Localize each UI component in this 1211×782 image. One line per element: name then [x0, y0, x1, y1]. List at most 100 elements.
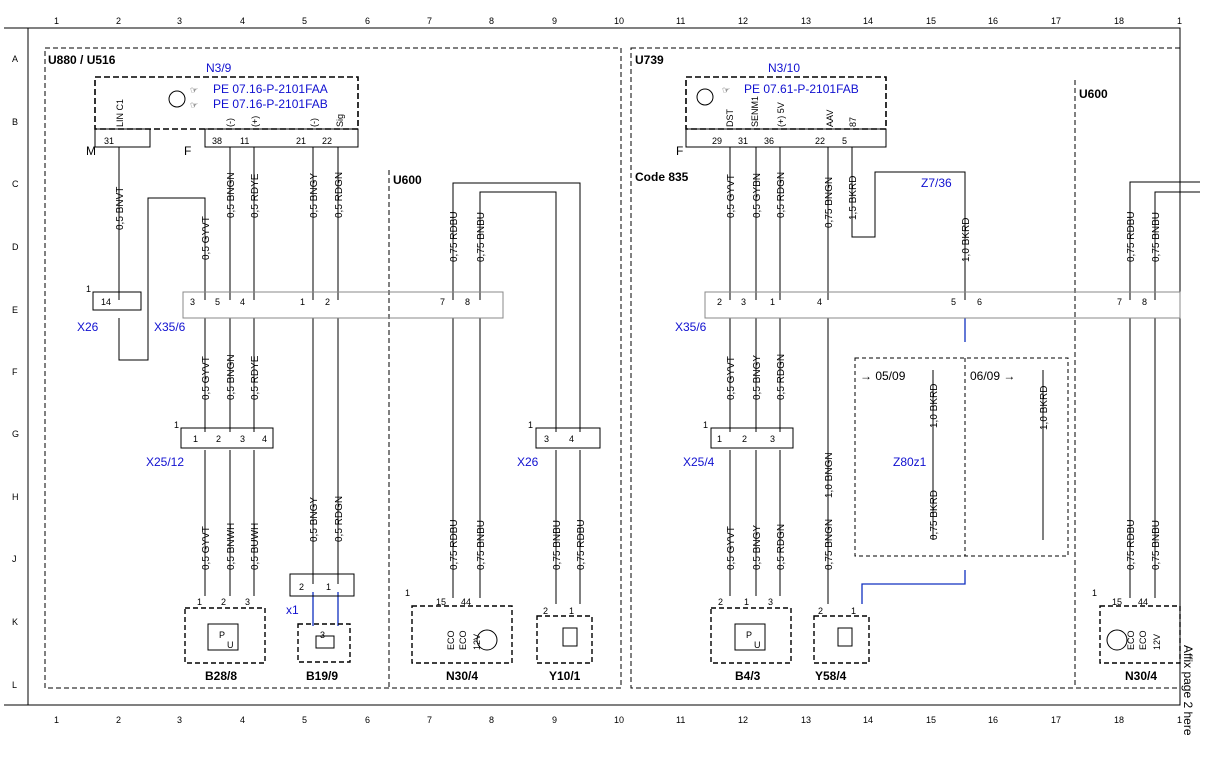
wire-label: 1,0 BNGN: [824, 452, 835, 498]
column-number: 9: [552, 715, 557, 725]
pin-signal: 12V: [1152, 634, 1162, 650]
connector-label[interactable]: X25/4: [683, 455, 715, 469]
b4-3-body: [710, 607, 792, 664]
row-letter: A: [12, 54, 18, 64]
row-letter: D: [12, 242, 19, 252]
column-number: 14: [863, 715, 873, 725]
wire-group: [118, 147, 1200, 604]
wire-label: 0,5 RDGN: [776, 354, 787, 400]
pin-signal: AAV: [825, 110, 835, 127]
pin-one-marker: 1: [86, 284, 91, 294]
pin-number: 1: [717, 434, 722, 444]
n3-9-ref-1[interactable]: PE 07.16-P-2101FAA: [213, 82, 328, 96]
wire-label: 0,75 BNBU: [552, 520, 563, 570]
connector-label[interactable]: X26: [517, 455, 539, 469]
wire: [932, 370, 1044, 540]
resistor-icon: [315, 635, 335, 649]
pin-number: 2: [742, 434, 747, 444]
wire: [729, 318, 781, 432]
module-n3-10: N3/10 ☞ PE 07.61-P-2101FAB 29 31 36 22 5…: [676, 61, 887, 158]
sensor-letter: P: [219, 630, 225, 640]
pin-number: 3: [190, 297, 195, 307]
column-number: 1: [1177, 16, 1182, 26]
zone-left: [44, 47, 622, 689]
component-label: N30/4: [1125, 669, 1157, 683]
column-number: 10: [614, 715, 624, 725]
book-icon: ☞: [722, 85, 730, 95]
connector-label[interactable]: X25/12: [146, 455, 184, 469]
connector-label[interactable]: X35/6: [675, 320, 707, 334]
code-label: Code 835: [635, 170, 689, 184]
wire: [312, 318, 339, 584]
pin-number: 1: [770, 297, 775, 307]
column-number: 16: [988, 715, 998, 725]
pin-label: 11: [240, 136, 249, 146]
zone-right-title: U739: [635, 53, 664, 67]
n3-10-ref-1[interactable]: PE 07.61-P-2101FAB: [744, 82, 859, 96]
wire-label: 0,5 BNGY: [752, 355, 763, 400]
pin-label: 22: [815, 136, 825, 146]
row-letter: F: [12, 367, 18, 377]
connector-label[interactable]: Z80z1: [893, 455, 927, 469]
row-letter: G: [12, 429, 19, 439]
column-number: 8: [489, 16, 494, 26]
shield-wire: [861, 318, 966, 604]
pin-signal: ECO: [446, 630, 456, 650]
pin-signal: SENM1: [750, 96, 760, 127]
pin-number: 8: [1142, 297, 1147, 307]
transistor-icon: [696, 88, 714, 106]
shield-wire: [312, 592, 339, 626]
component-label: N30/4: [446, 669, 478, 683]
pin-number: 1: [851, 606, 856, 616]
pin-signal: DST: [725, 108, 735, 127]
n3-9-ref-2[interactable]: PE 07.16-P-2101FAB: [213, 97, 328, 111]
x25-4-strip: [710, 427, 794, 449]
pin-number: 44: [461, 597, 471, 607]
wire: [555, 450, 581, 604]
pin-number: 44: [1138, 597, 1148, 607]
connector-label[interactable]: X35/6: [154, 320, 186, 334]
wire-label: 0,5 RDGN: [334, 172, 345, 218]
sensor-letter: U: [227, 640, 234, 650]
wire: [729, 147, 829, 300]
pin-number: 1: [326, 582, 331, 592]
page-reference[interactable]: → 05/09: [860, 369, 906, 383]
wire-label: 0,75 BNBU: [476, 212, 487, 262]
component-label: B28/8: [205, 669, 237, 683]
page-reference[interactable]: 06/09 →: [970, 369, 1015, 383]
column-number: 15: [926, 16, 936, 26]
pin-number: 2: [299, 582, 304, 592]
pin-number: 2: [221, 597, 226, 607]
wire-label: 0,75 BNGN: [824, 177, 835, 228]
pin-number: 5: [951, 297, 956, 307]
column-number: 5: [302, 16, 307, 26]
wire: [204, 318, 255, 432]
pin-number: 15: [1112, 597, 1122, 607]
pin-one-marker: 1: [174, 420, 179, 430]
pin-one-marker: 1: [1092, 588, 1097, 598]
pin-number: 7: [440, 297, 445, 307]
column-number: 3: [177, 16, 182, 26]
pump-motor-icon: [476, 629, 498, 651]
connector-label[interactable]: X26: [77, 320, 99, 334]
wire-label: 0,5 BNGY: [752, 525, 763, 570]
connector-label[interactable]: x1: [286, 603, 299, 617]
row-letter: C: [12, 179, 19, 189]
connector-label[interactable]: Z7/36: [921, 176, 952, 190]
wire-label: 1,0 BKRD: [929, 384, 940, 428]
wire-label: 0,5 GYVT: [201, 216, 212, 260]
column-number: 6: [365, 715, 370, 725]
book-icon: ☞: [190, 100, 198, 110]
column-number: 7: [427, 715, 432, 725]
pin-number: 2: [818, 606, 823, 616]
ground-label: M: [86, 144, 96, 158]
pin-number: 2: [718, 597, 723, 607]
housing-label: F: [676, 144, 683, 158]
pin-number: 3: [320, 630, 325, 640]
wire-label: 1,5 BKRD: [848, 176, 859, 220]
pin-number: 1: [197, 597, 202, 607]
column-number: 7: [427, 16, 432, 26]
pin-signal: 87: [848, 117, 858, 127]
wire-label: 0,5 GYVT: [726, 356, 737, 400]
pin-number: 1: [744, 597, 749, 607]
